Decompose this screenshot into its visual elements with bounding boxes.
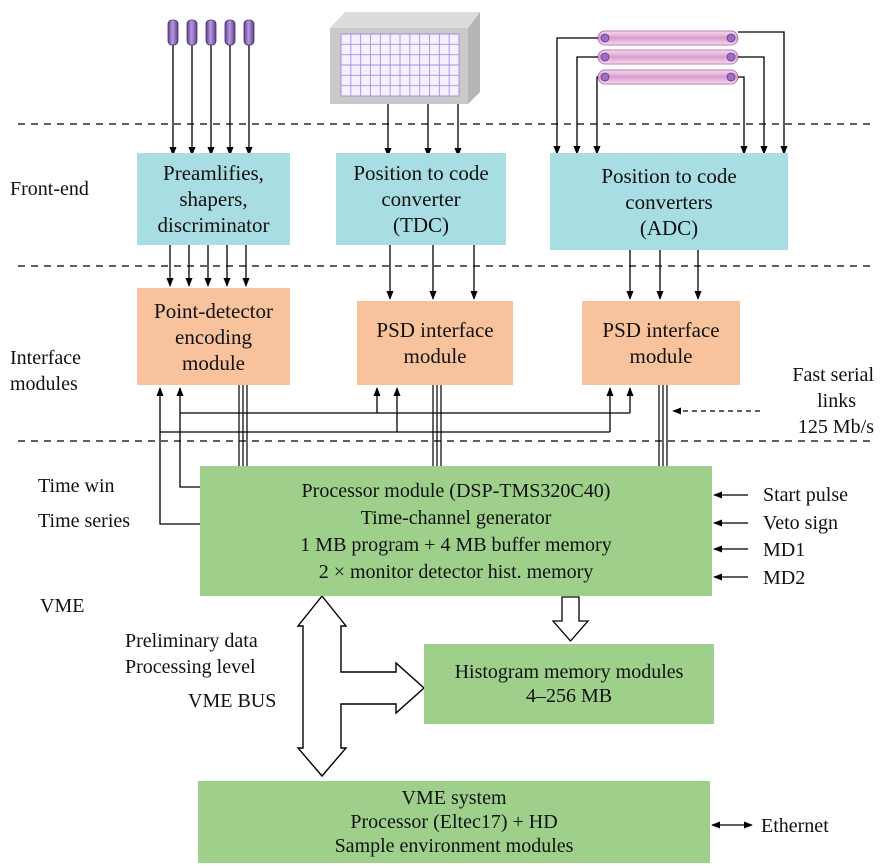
time-win-label: Time win	[38, 475, 115, 497]
front-end-to-interface-arrows	[166, 245, 702, 300]
external-signal-arrows	[713, 491, 748, 581]
box-text-line: Histogram memory modules	[454, 661, 684, 683]
psd-interface-module-2-box: PSD interface module	[582, 301, 740, 385]
box-text-line: Processor (Eltec17) + HD	[350, 811, 558, 833]
box-text-line: 4–256 MB	[525, 685, 613, 707]
box-text-line: VME system	[401, 787, 507, 809]
box-text-line: 2 × monitor detector hist. memory	[318, 561, 594, 583]
label-line: 125 Mb/s	[797, 416, 874, 438]
adc-converters-box: Position to code converters (ADC)	[550, 153, 788, 250]
timing-lines	[156, 387, 634, 525]
box-text-line: PSD interface	[602, 318, 720, 342]
label-line: Preliminary data	[125, 630, 258, 652]
box-text-line: (TDC)	[393, 213, 449, 237]
box-text-line: PSD interface	[376, 318, 494, 342]
box-text-line: encoding	[175, 324, 252, 349]
fast-serial-links-label: Fast serial links 125 Mb/s	[776, 362, 874, 440]
point-detector-tubes-icon	[167, 19, 255, 156]
start-pulse-label: Start pulse	[763, 484, 848, 506]
psd-interface-module-1-box: PSD interface module	[357, 301, 513, 385]
vme-bus-label: VME BUS	[188, 690, 277, 712]
point-detector-module-box: Point-detector encoding module	[137, 288, 290, 385]
processor-module-box: Processor module (DSP-TMS320C40) Time-ch…	[200, 466, 712, 596]
box-text-line: module	[182, 350, 245, 375]
section-label-front-end: Front-end	[10, 178, 89, 200]
histogram-memory-box: Histogram memory modules 4–256 MB	[424, 644, 714, 724]
tdc-converter-box: Position to code converter (TDC)	[336, 153, 506, 245]
vme-bus-arrow	[296, 594, 426, 778]
section-label-interface-line: Interface	[10, 347, 82, 369]
processor-to-histogram-arrow	[551, 596, 590, 642]
box-text-line: discriminator	[157, 213, 270, 237]
md1-label: MD1	[763, 539, 806, 561]
box-text-line: Position to code	[601, 163, 737, 188]
box-text-line: Processor module (DSP-TMS320C40)	[301, 480, 611, 502]
box-text-line: converters	[625, 189, 713, 214]
grid-detector-icon	[330, 12, 480, 157]
box-text-line: Time-channel generator	[360, 507, 552, 529]
box-text-line: module	[629, 344, 693, 368]
label-line: links	[817, 390, 856, 412]
section-label-interface: Interface modules	[10, 345, 81, 397]
interface-data-buses	[238, 385, 668, 466]
section-label-vme: VME	[40, 595, 85, 617]
preliminary-processing-label: Preliminary data Processing level	[125, 628, 258, 680]
box-text-line: shapers,	[179, 187, 248, 211]
box-text-line: Sample environment modules	[334, 835, 574, 857]
time-series-label: Time series	[38, 510, 131, 532]
label-line: Fast serial	[792, 364, 874, 386]
box-text-line: module	[403, 344, 467, 368]
box-text-line: Position to code	[353, 161, 489, 185]
section-label-interface-line: modules	[10, 373, 78, 395]
label-line: Processing level	[125, 656, 256, 678]
preamplifiers-box: Preamlifies, shapers, discriminator	[137, 153, 290, 245]
psd-tubes-icon	[553, 30, 788, 155]
box-text-line: (ADC)	[639, 215, 699, 240]
ethernet-label: Ethernet	[761, 815, 829, 837]
box-text-line: Point-detector	[154, 298, 273, 323]
box-text-line: converter	[381, 187, 461, 211]
box-text-line: 1 MB program + 4 MB buffer memory	[300, 534, 612, 556]
vme-system-box: VME system Processor (Eltec17) + HD Samp…	[198, 781, 710, 863]
box-text-line: Preamlifies,	[163, 161, 264, 185]
md2-label: MD2	[763, 567, 806, 589]
veto-sign-label: Veto sign	[763, 512, 838, 534]
